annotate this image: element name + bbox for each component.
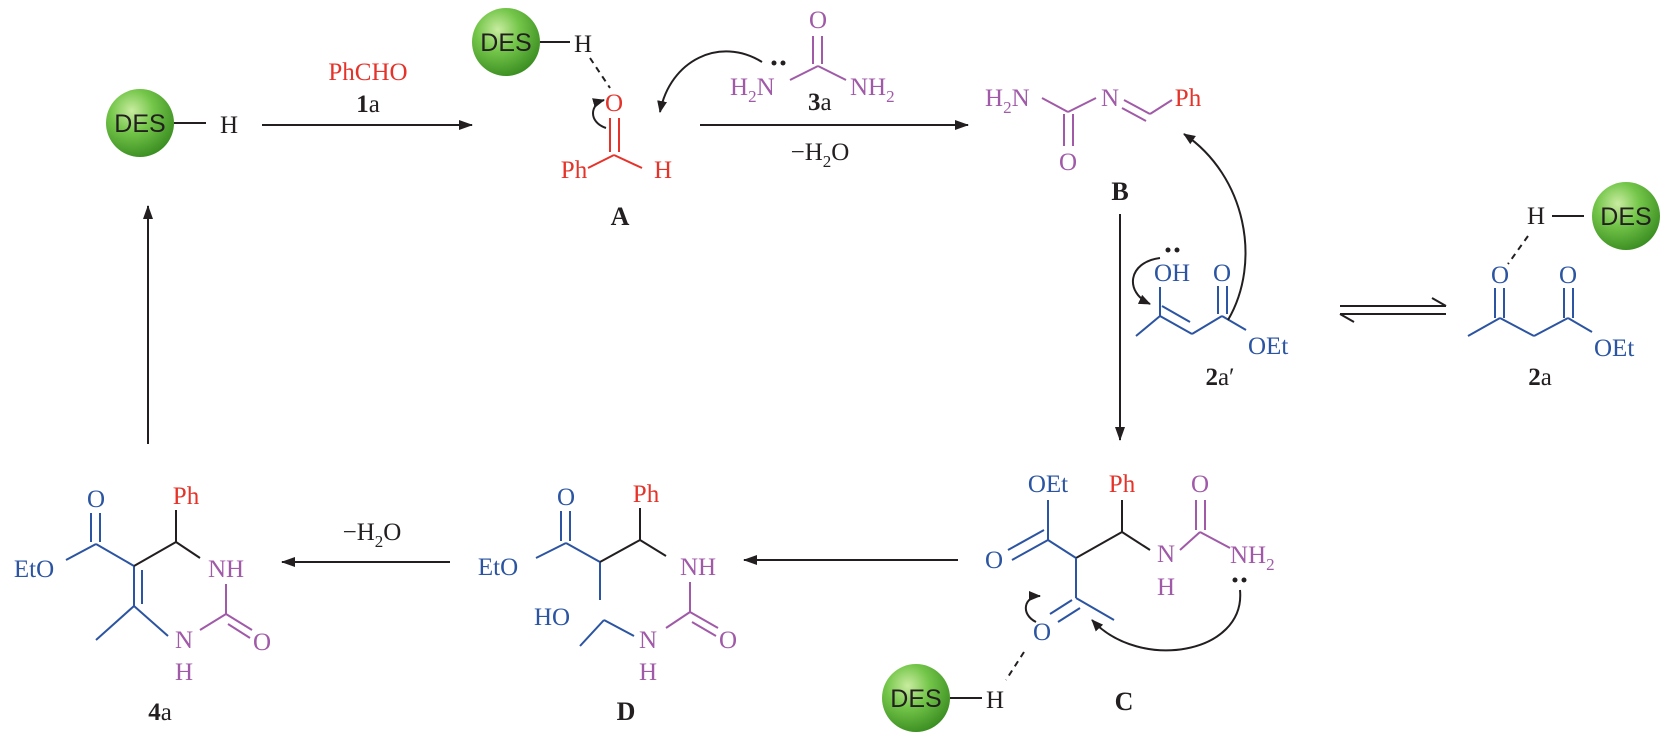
des-label: DES	[114, 110, 165, 138]
svg-text:O: O	[809, 7, 827, 34]
reagent-phcho: PhCHO	[328, 59, 407, 86]
aldehyde-O: O	[605, 90, 623, 117]
reagent-3a: 3a	[808, 89, 832, 116]
des-ball	[1592, 182, 1660, 250]
svg-text:N: N	[1101, 85, 1119, 112]
svg-text:O: O	[253, 629, 271, 656]
svg-text:Ph: Ph	[1109, 471, 1136, 498]
svg-text:OH: OH	[1154, 260, 1190, 287]
svg-text:NH2: NH2	[1230, 542, 1275, 574]
svg-text:H: H	[986, 687, 1004, 714]
svg-text:O: O	[985, 547, 1003, 574]
svg-text:Ph: Ph	[173, 483, 200, 510]
compound-4a: O EtO Ph NH O N H 4a	[14, 483, 271, 726]
svg-text:DES: DES	[890, 685, 941, 713]
svg-text:O: O	[557, 484, 575, 511]
compound-B: H2N O N Ph B	[985, 85, 1202, 206]
compound-C: OEt O Ph N H O NH2 O DES H C	[882, 471, 1275, 732]
des-ball	[106, 89, 174, 157]
svg-text:H2N: H2N	[730, 74, 775, 106]
svg-text:DES: DES	[480, 29, 531, 57]
compound-D: O EtO Ph NH O N H HO D	[478, 481, 737, 726]
svg-text:NH: NH	[680, 554, 716, 581]
svg-text:N: N	[1157, 541, 1175, 568]
svg-text:O: O	[1491, 262, 1509, 289]
reagent-minus-h2o-2: −H2O	[343, 519, 402, 551]
svg-text:O: O	[1559, 262, 1577, 289]
label-C: C	[1115, 687, 1134, 716]
svg-text:OEt: OEt	[1248, 333, 1288, 360]
svg-text:NH: NH	[208, 556, 244, 583]
label-A: A	[611, 202, 630, 231]
svg-text:H: H	[574, 31, 592, 58]
des-ball	[882, 664, 950, 732]
svg-text:N: N	[175, 627, 193, 654]
svg-text:Ph: Ph	[633, 481, 660, 508]
svg-text:EtO: EtO	[14, 556, 54, 583]
svg-text:O: O	[1059, 149, 1077, 176]
svg-text:OEt: OEt	[1594, 335, 1634, 362]
label-B: B	[1111, 177, 1128, 206]
svg-text:O: O	[1033, 619, 1051, 646]
catalyst-des-h-start: DES H	[106, 89, 238, 157]
svg-text:H: H	[639, 659, 657, 686]
compound-2a: H DES O O OEt 2a	[1467, 182, 1660, 391]
des-h-label: H	[220, 112, 238, 139]
label-2a-prime: 2a′	[1205, 364, 1234, 391]
svg-text:O: O	[719, 627, 737, 654]
svg-text:H2N: H2N	[985, 85, 1030, 117]
svg-text:Ph: Ph	[561, 157, 588, 184]
urea-3a: O H2N NH2 3a	[657, 7, 895, 116]
reagent-minus-h2o-1: −H2O	[791, 139, 850, 171]
svg-text:H: H	[1157, 574, 1175, 601]
reagent-1a: 1a	[356, 91, 380, 118]
svg-text:OEt: OEt	[1028, 471, 1068, 498]
svg-text:DES: DES	[1600, 203, 1651, 231]
svg-text:O: O	[1213, 260, 1231, 287]
svg-text:H: H	[175, 659, 193, 686]
label-4a: 4a	[148, 699, 172, 726]
svg-text:HO: HO	[534, 604, 570, 631]
svg-text:H: H	[1527, 203, 1545, 230]
svg-text:Ph: Ph	[1175, 85, 1202, 112]
svg-text:NH2: NH2	[850, 74, 895, 106]
label-D: D	[617, 697, 636, 726]
svg-text:EtO: EtO	[478, 554, 518, 581]
compound-2a-prime: OH O OEt 2a′	[1132, 133, 1288, 391]
des-ball	[472, 8, 540, 76]
svg-text:O: O	[87, 486, 105, 513]
compound-A: DES H O Ph H A	[472, 8, 672, 231]
equilibrium-arrows	[1339, 297, 1447, 323]
svg-text:H: H	[654, 157, 672, 184]
svg-text:N: N	[639, 627, 657, 654]
label-2a: 2a	[1528, 364, 1552, 391]
svg-text:O: O	[1191, 471, 1209, 498]
